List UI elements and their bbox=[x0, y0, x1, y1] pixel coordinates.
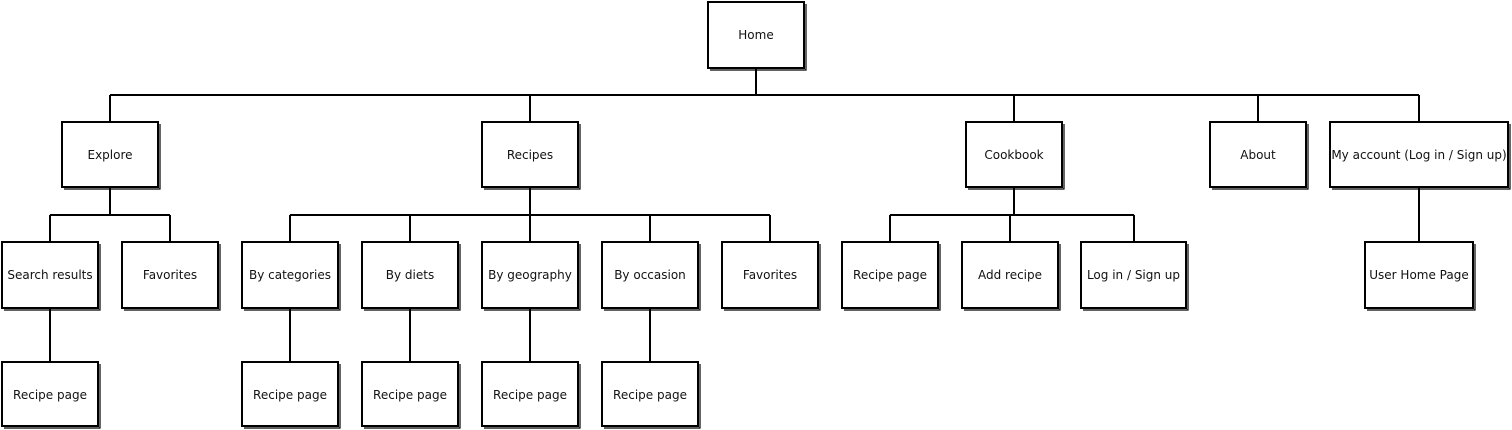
connector-cookbook-bus bbox=[889, 187, 1135, 242]
node-by-diets-label: By diets bbox=[386, 268, 434, 282]
node-home[interactable]: Home bbox=[707, 1, 807, 71]
node-diets-recipe-page-label: Recipe page bbox=[373, 388, 447, 402]
node-search-recipe-page-label: Recipe page bbox=[13, 388, 87, 402]
node-categories-recipe-page[interactable]: Recipe page bbox=[241, 361, 341, 429]
node-by-occasion[interactable]: By occasion bbox=[601, 241, 701, 311]
node-cookbook-login-label: Log in / Sign up bbox=[1087, 268, 1180, 282]
node-my-account[interactable]: My account (Log in / Sign up) bbox=[1329, 121, 1511, 190]
node-search-results[interactable]: Search results bbox=[1, 241, 101, 311]
node-occasion-recipe-page-label: Recipe page bbox=[613, 388, 687, 402]
node-by-geography-label: By geography bbox=[488, 268, 572, 282]
node-add-recipe-label: Add recipe bbox=[978, 268, 1042, 282]
node-recipes-favorites-label: Favorites bbox=[743, 268, 797, 282]
node-explore-label: Explore bbox=[87, 148, 132, 162]
connectors bbox=[49, 68, 1420, 362]
node-cookbook-label: Cookbook bbox=[984, 148, 1043, 162]
node-by-categories-label: By categories bbox=[249, 268, 331, 282]
node-about-label: About bbox=[1240, 148, 1276, 162]
node-geography-recipe-page[interactable]: Recipe page bbox=[481, 361, 581, 429]
node-search-recipe-page[interactable]: Recipe page bbox=[1, 361, 101, 429]
node-categories-recipe-page-label: Recipe page bbox=[253, 388, 327, 402]
node-about[interactable]: About bbox=[1209, 121, 1309, 190]
node-geography-recipe-page-label: Recipe page bbox=[493, 388, 567, 402]
node-explore-favorites-label: Favorites bbox=[143, 268, 197, 282]
connector-level3 bbox=[49, 308, 651, 362]
node-recipes[interactable]: Recipes bbox=[481, 121, 581, 190]
node-my-account-label: My account (Log in / Sign up) bbox=[1331, 148, 1506, 162]
node-home-label: Home bbox=[738, 28, 773, 42]
node-diets-recipe-page[interactable]: Recipe page bbox=[361, 361, 461, 429]
connector-recipes-bus bbox=[289, 187, 771, 242]
node-search-results-label: Search results bbox=[7, 268, 92, 282]
node-by-geography[interactable]: By geography bbox=[481, 241, 581, 311]
connector-explore-bus bbox=[49, 187, 171, 242]
connector-home-bus bbox=[109, 68, 1420, 122]
node-explore-favorites[interactable]: Favorites bbox=[121, 241, 221, 311]
node-cookbook-recipe-page-label: Recipe page bbox=[853, 268, 927, 282]
node-add-recipe[interactable]: Add recipe bbox=[961, 241, 1061, 311]
node-by-occasion-label: By occasion bbox=[614, 268, 686, 282]
node-recipes-favorites[interactable]: Favorites bbox=[721, 241, 821, 311]
node-recipes-label: Recipes bbox=[507, 148, 553, 162]
node-occasion-recipe-page[interactable]: Recipe page bbox=[601, 361, 701, 429]
node-cookbook[interactable]: Cookbook bbox=[965, 121, 1065, 190]
node-cookbook-recipe-page[interactable]: Recipe page bbox=[841, 241, 941, 311]
node-user-home-page[interactable]: User Home Page bbox=[1364, 241, 1476, 311]
node-user-home-page-label: User Home Page bbox=[1369, 268, 1468, 282]
node-by-diets[interactable]: By diets bbox=[361, 241, 461, 311]
node-by-categories[interactable]: By categories bbox=[241, 241, 341, 311]
node-explore[interactable]: Explore bbox=[61, 121, 161, 190]
node-cookbook-login[interactable]: Log in / Sign up bbox=[1080, 241, 1189, 311]
